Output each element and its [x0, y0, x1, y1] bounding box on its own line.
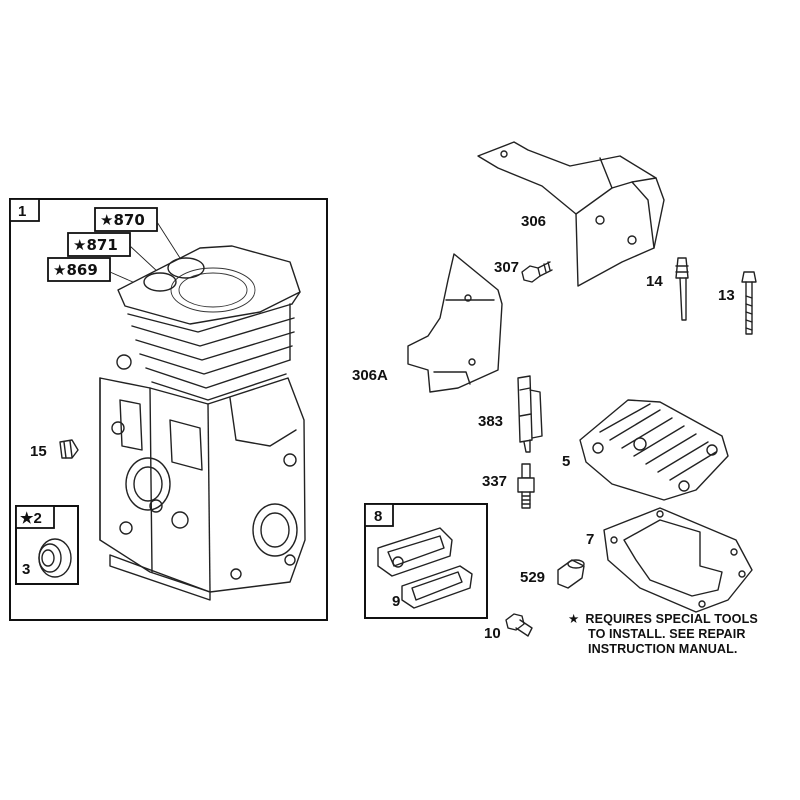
group-1-number: 1 [18, 203, 26, 220]
part-870-tag [94, 207, 158, 232]
part-870-leader [156, 221, 181, 259]
star-icon: ★ [568, 611, 580, 626]
part-529-fitting [557, 559, 585, 589]
part-306a-shield [407, 253, 503, 393]
part-337-label: 337 [482, 473, 507, 490]
part-529-label: 529 [520, 569, 545, 586]
part-10-label: 10 [484, 625, 501, 642]
part-307-label: 307 [494, 259, 519, 276]
note-line-2: TO INSTALL. SEE REPAIR [588, 627, 746, 641]
part-7-label: 7 [586, 531, 594, 548]
part-3-seal [38, 538, 72, 578]
part-871-label: ★871 [73, 236, 118, 254]
part-10-screw [505, 613, 533, 637]
part-15-plug [59, 439, 79, 459]
group-2-tag [15, 505, 55, 529]
part-871-tag [67, 232, 131, 257]
part-15-label: 15 [30, 443, 47, 460]
part-871-leader [129, 245, 159, 273]
part-306-label: 306 [521, 213, 546, 230]
part-337-spark-plug [517, 463, 535, 509]
part-14-stud [675, 257, 689, 321]
group-2-number: ★2 [20, 510, 42, 527]
part-13-label: 13 [718, 287, 735, 304]
part-306a-label: 306A [352, 367, 388, 384]
part-870-label: ★870 [100, 211, 145, 229]
note-line-1-text: REQUIRES SPECIAL TOOLS [585, 612, 758, 626]
note-line-1: ★ REQUIRES SPECIAL TOOLS [568, 611, 800, 627]
part-383-coil [517, 375, 543, 453]
part-14-label: 14 [646, 273, 663, 290]
group-8-parts [377, 527, 473, 609]
part-5-cylinder-head [579, 399, 729, 501]
part-5-label: 5 [562, 453, 570, 470]
part-307-screw [521, 261, 553, 283]
group-8-tag [364, 503, 394, 527]
part-869-tag [47, 257, 111, 282]
group-1-tag [9, 198, 40, 222]
part-869-label: ★869 [53, 261, 98, 279]
group-1-frame [9, 198, 328, 621]
engine-block [99, 245, 306, 601]
special-tools-note: ★ REQUIRES SPECIAL TOOLS TO INSTALL. SEE … [568, 611, 800, 657]
part-9-label: 9 [392, 593, 400, 610]
part-7-head-gasket [603, 507, 753, 613]
part-306-shroud [477, 141, 665, 287]
note-line-3: INSTRUCTION MANUAL. [588, 642, 738, 656]
part-3-label: 3 [22, 561, 30, 578]
group-8-number: 8 [374, 508, 382, 525]
group-8-frame [364, 503, 488, 619]
part-13-bolt [741, 271, 757, 335]
part-383-label: 383 [478, 413, 503, 430]
